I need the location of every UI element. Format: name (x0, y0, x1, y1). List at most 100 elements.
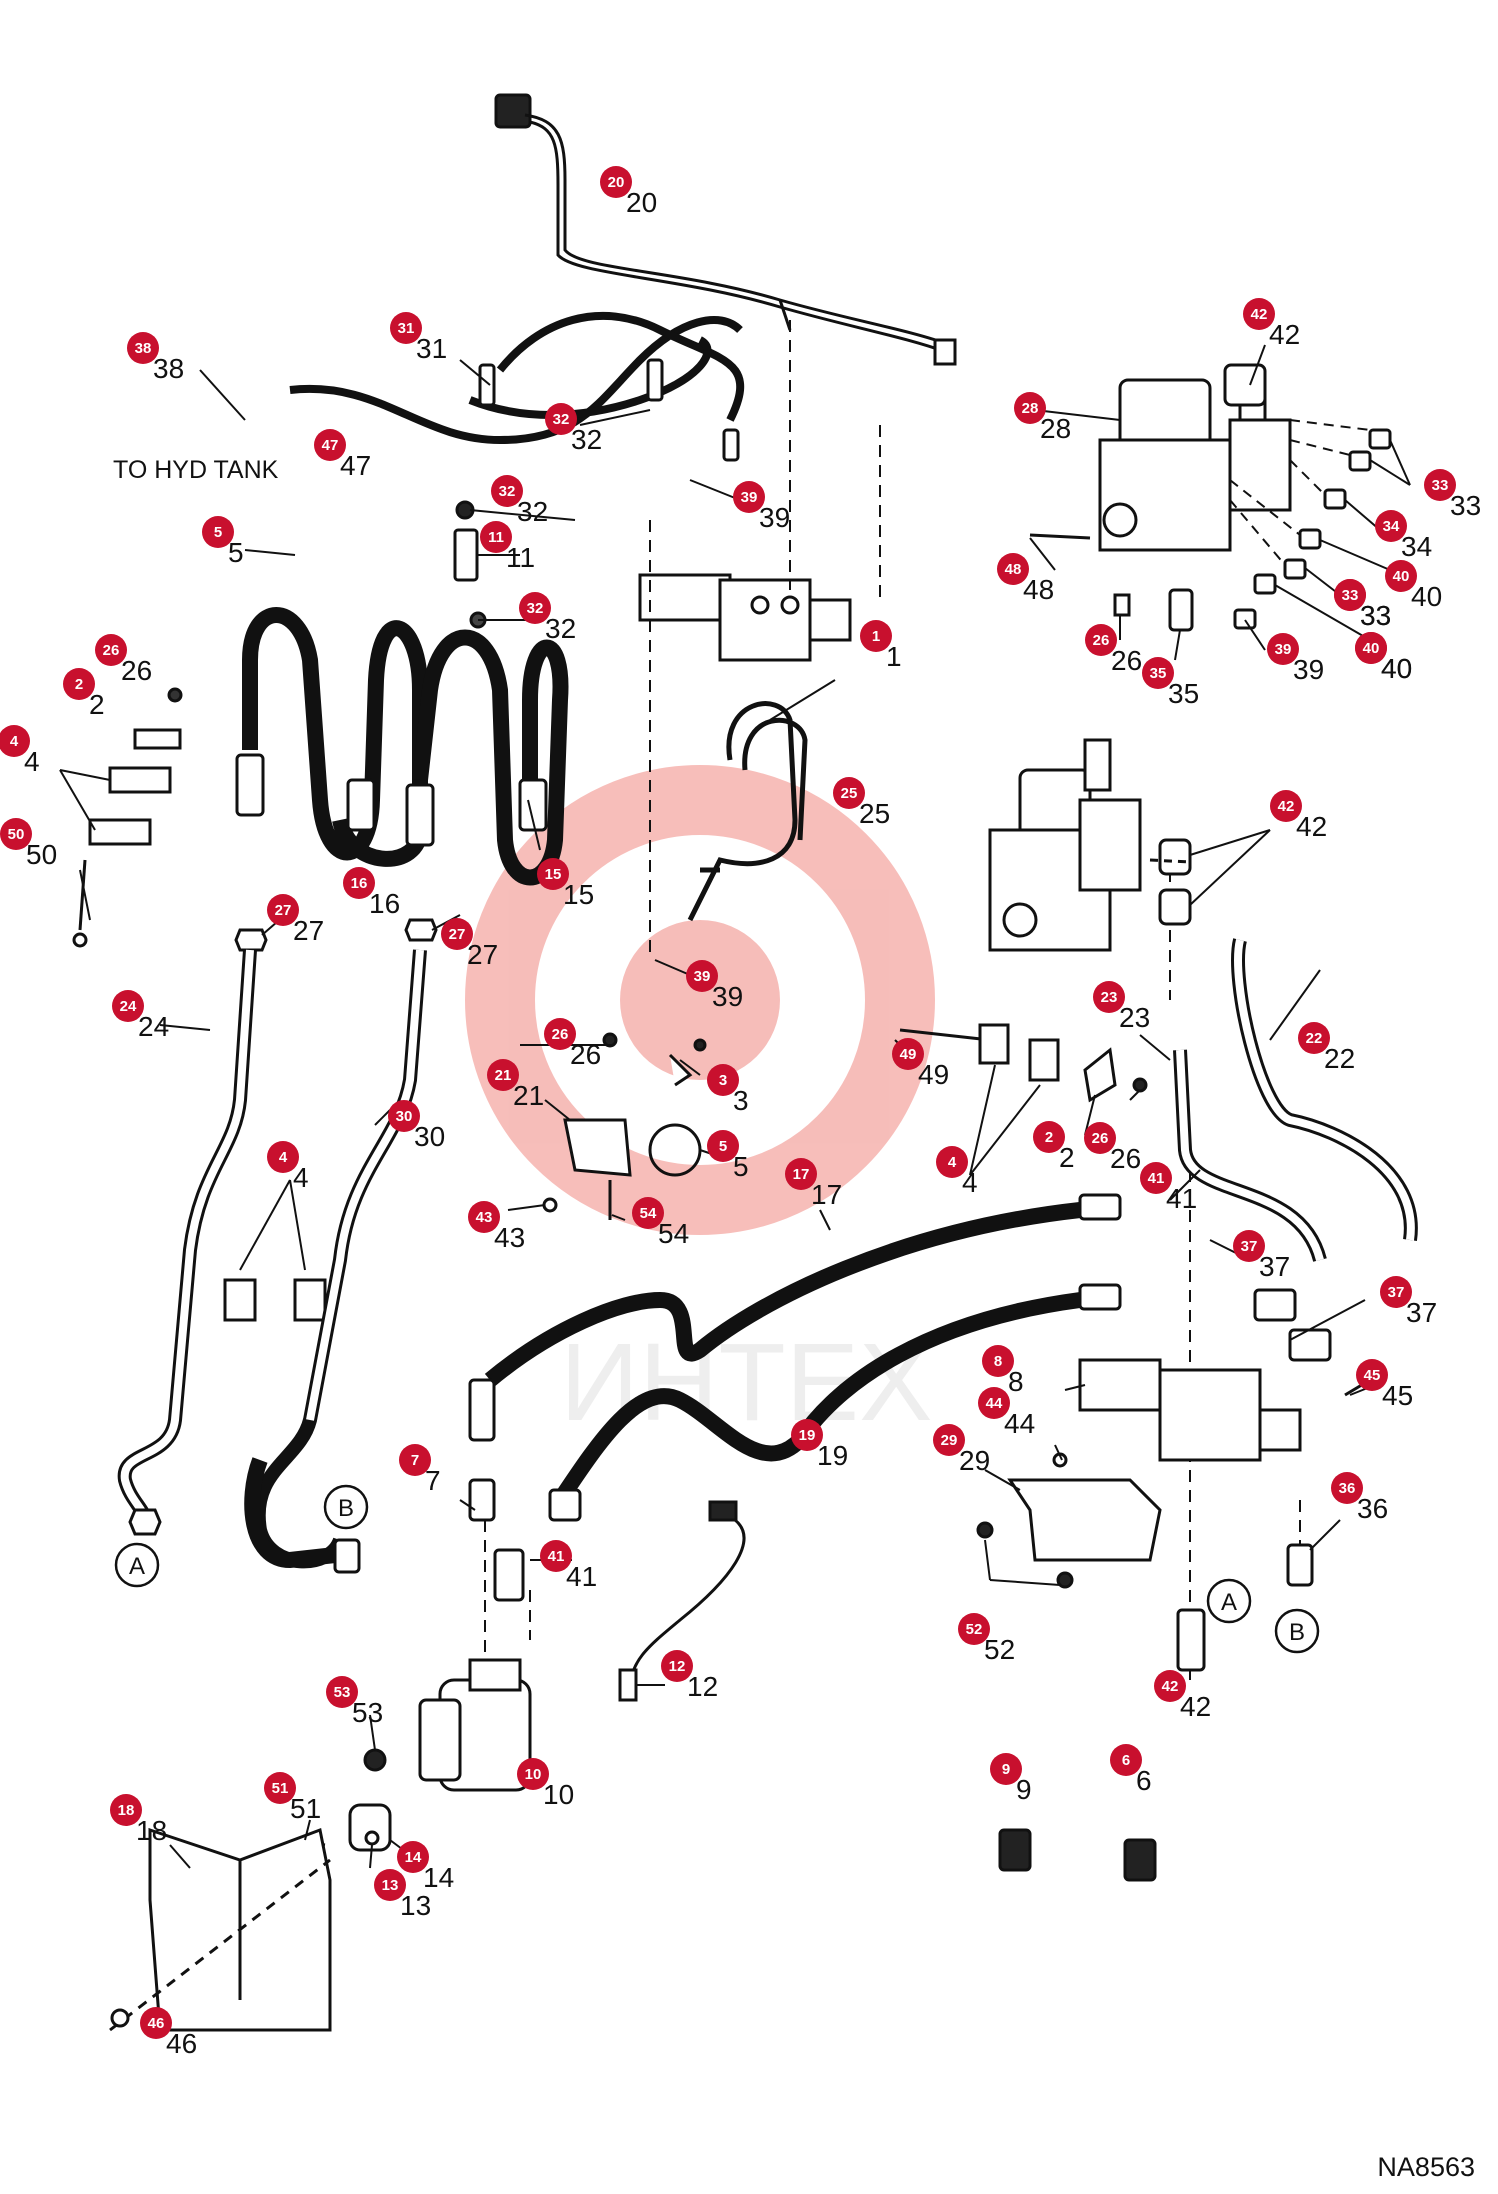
callout-badge (374, 1869, 406, 1901)
callout-badge-number: 46 (148, 2015, 165, 2032)
callout-badge-number: 27 (449, 926, 466, 943)
callout-4: 44 (267, 1141, 309, 1193)
callout-label: 22 (1324, 1043, 1355, 1074)
hose-fittings (234, 753, 548, 952)
callout-badge (978, 1387, 1010, 1419)
callout-badge (785, 1158, 817, 1190)
connection-ref-a-right: A (1206, 1578, 1252, 1624)
bracket-29 (976, 1452, 1162, 1589)
callout-badge-number: 31 (398, 320, 415, 337)
callout-label: 45 (1382, 1380, 1413, 1411)
callout-label: 38 (153, 353, 184, 384)
callout-label: 52 (984, 1634, 1015, 1665)
callout-2: 22 (63, 668, 105, 720)
callout-badge (600, 166, 632, 198)
callout-badge-number: 4 (10, 733, 19, 750)
callout-badge-number: 14 (405, 1849, 422, 1866)
callout-badge (63, 668, 95, 700)
callout-label: 5 (733, 1151, 749, 1182)
valve-1 (638, 573, 852, 662)
callout-label: 27 (467, 939, 498, 970)
callout-badge-number: 48 (1005, 561, 1022, 578)
callout-badge-number: 18 (118, 1802, 135, 1819)
callout-badge (1270, 790, 1302, 822)
callout-label: 37 (1406, 1297, 1437, 1328)
callout-badge (544, 1018, 576, 1050)
callout-label: 32 (517, 496, 548, 527)
callout-badge (833, 777, 865, 809)
callout-badge-number: 26 (552, 1026, 569, 1043)
watermark: ИНТЕХ (465, 765, 935, 1444)
callout-label: 5 (228, 537, 244, 568)
callout-badge (441, 918, 473, 950)
callout-badge-number: 37 (1241, 1238, 1258, 1255)
callout-label: 37 (1259, 1251, 1290, 1282)
callout-badge (982, 1345, 1014, 1377)
callout-label: 41 (566, 1561, 597, 1592)
callout-label: 26 (121, 655, 152, 686)
guard-18 (109, 1827, 380, 2032)
callout-badge-number: 4 (279, 1149, 288, 1166)
callout-badge (264, 1772, 296, 1804)
callout-label: 40 (1381, 653, 1412, 684)
callout-label: 48 (1023, 574, 1054, 605)
callout-9: 99 (990, 1753, 1032, 1805)
callout-badge-number: 26 (1093, 632, 1110, 649)
connection-ref-b-right: B (1274, 1608, 1320, 1654)
callout-badge-number: 12 (669, 1658, 686, 1675)
callout-label: 19 (817, 1440, 848, 1471)
callout-label: 35 (1168, 678, 1199, 709)
callout-1: 11 (860, 620, 902, 672)
callout-badge-number: 21 (495, 1067, 512, 1084)
callout-label: 32 (545, 613, 576, 644)
hose-15 (412, 629, 569, 886)
callout-label: 39 (712, 981, 743, 1012)
callout-label: 26 (570, 1039, 601, 1070)
callout-badge-number: 32 (527, 600, 544, 617)
motor-10 (304, 1658, 532, 1852)
callout-badge-number: 2 (1045, 1129, 1053, 1146)
callout-badge-number: 47 (322, 437, 339, 454)
callout-label: 27 (293, 915, 324, 946)
callout-label: 2 (1059, 1142, 1075, 1173)
callout-badge-number: 51 (272, 1780, 289, 1797)
callout-badge-number: 9 (1002, 1761, 1010, 1778)
callout-badge-number: 50 (8, 826, 25, 843)
fittings-36-42 (1176, 1543, 1314, 1672)
callout-label: 8 (1008, 1366, 1024, 1397)
callout-badge (1298, 1022, 1330, 1054)
callout-label: 54 (658, 1218, 689, 1249)
callout-badge (127, 332, 159, 364)
callout-label: 21 (513, 1080, 544, 1111)
callout-2: 22 (1033, 1121, 1075, 1173)
callout-badge-number: 33 (1432, 477, 1449, 494)
callout-label: 10 (543, 1779, 574, 1810)
callout-badge (661, 1650, 693, 1682)
callout-badge (1267, 633, 1299, 665)
callout-label: 31 (416, 333, 447, 364)
callout-badge-number: 24 (120, 998, 137, 1015)
callout-label: 41 (1166, 1183, 1197, 1214)
connection-ref-label: A (1221, 1589, 1237, 1616)
callout-label: 46 (166, 2028, 197, 2059)
tube-30-inner (306, 949, 424, 1421)
callout-label: 3 (733, 1085, 749, 1116)
callout-badge-number: 39 (1275, 641, 1292, 658)
